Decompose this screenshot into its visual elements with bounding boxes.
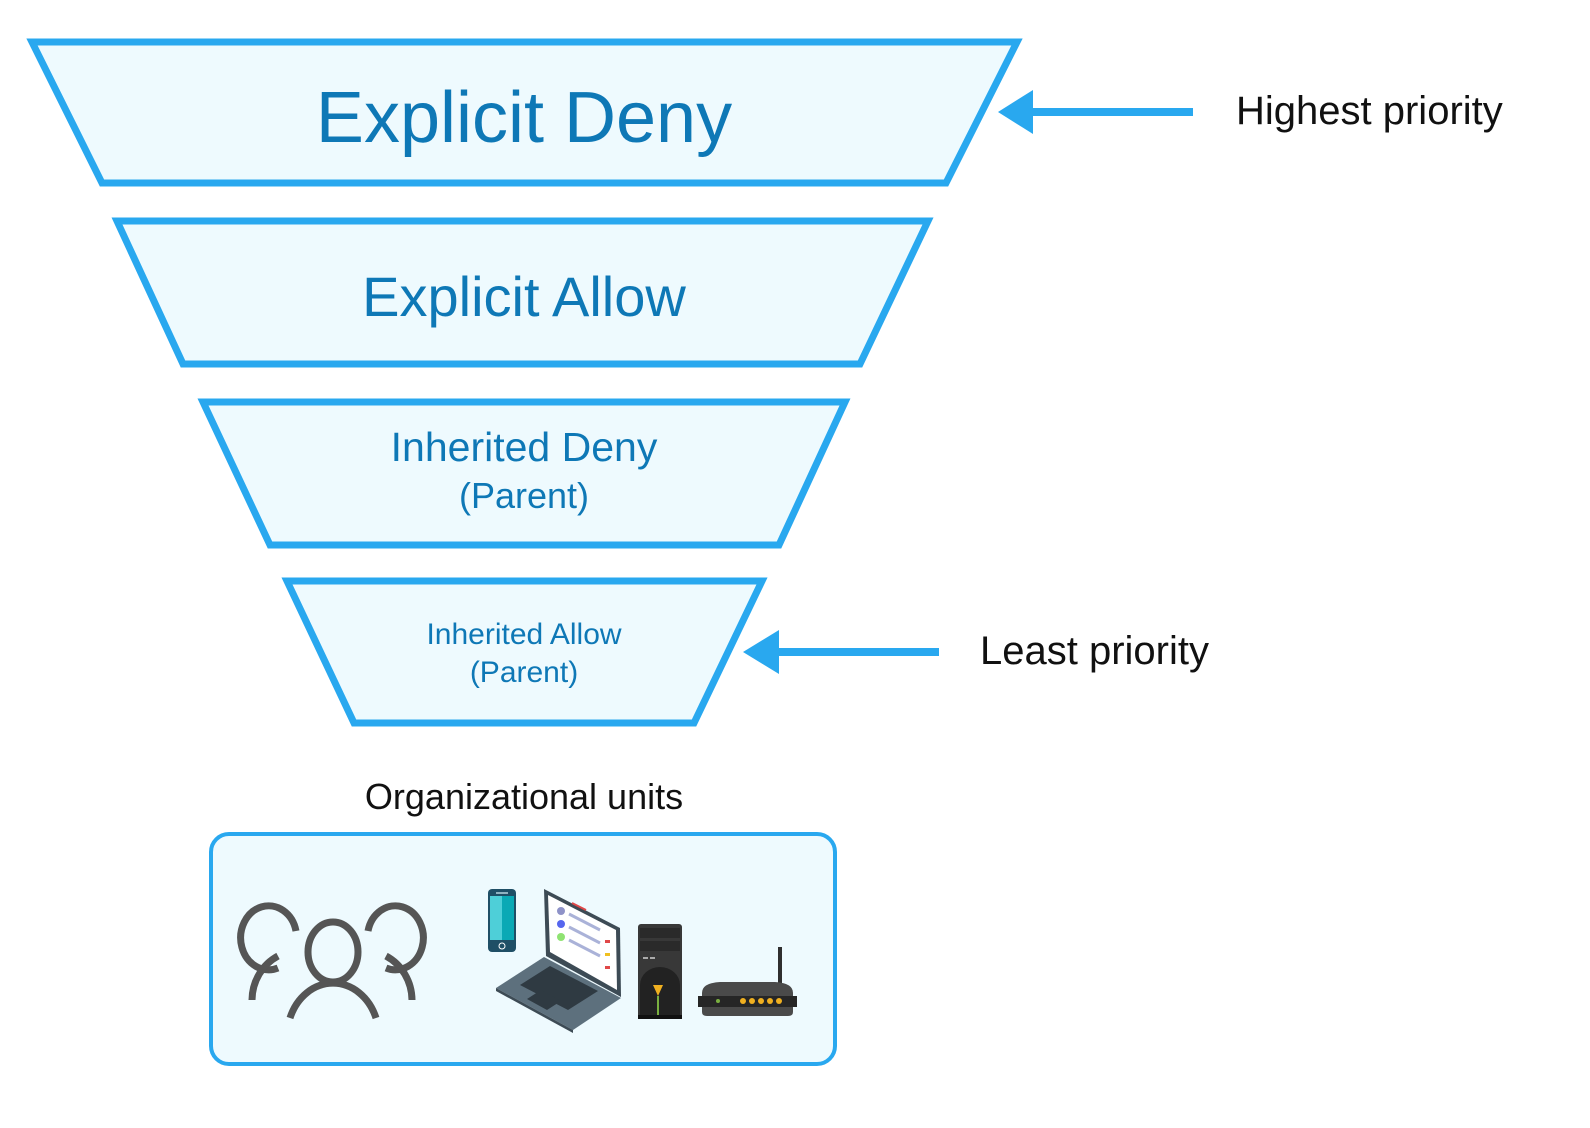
tier-explicit-allow: Explicit Allow [111,217,934,368]
least-priority-annotation: Least priority [743,629,1209,674]
smartphone-icon [488,889,516,952]
tier-explicit-deny: Explicit Deny [26,38,1023,187]
organizational-units-title: Organizational units [365,776,683,817]
tier-shape [111,217,934,368]
arrow-left-icon [998,90,1033,134]
tier-label-line-1: Inherited Deny [391,424,658,470]
organizational-units-box [209,832,837,1066]
people-group-icon [237,902,427,1020]
desktop-tower-icon [638,924,682,1019]
tier-shape [281,577,768,727]
tier-label-line-1: Inherited Allow [426,618,621,651]
highest-priority-annotation: Highest priority [998,89,1503,134]
tier-shape [26,38,1023,187]
tier-label: Explicit Deny [316,78,732,158]
arrow-left-icon [743,630,779,674]
least-priority-label: Least priority [980,629,1209,673]
highest-priority-label: Highest priority [1236,89,1503,133]
tier-label: Explicit Allow [362,265,686,328]
tier-shape [197,398,851,549]
tier-inherited-deny: Inherited Deny (Parent) [197,398,851,549]
tier-label-line-2: (Parent) [459,475,589,516]
tier-inherited-allow: Inherited Allow (Parent) [281,577,768,727]
laptop-icon [496,889,621,1033]
tier-label-line-2: (Parent) [470,656,578,689]
router-icon [698,947,797,1016]
